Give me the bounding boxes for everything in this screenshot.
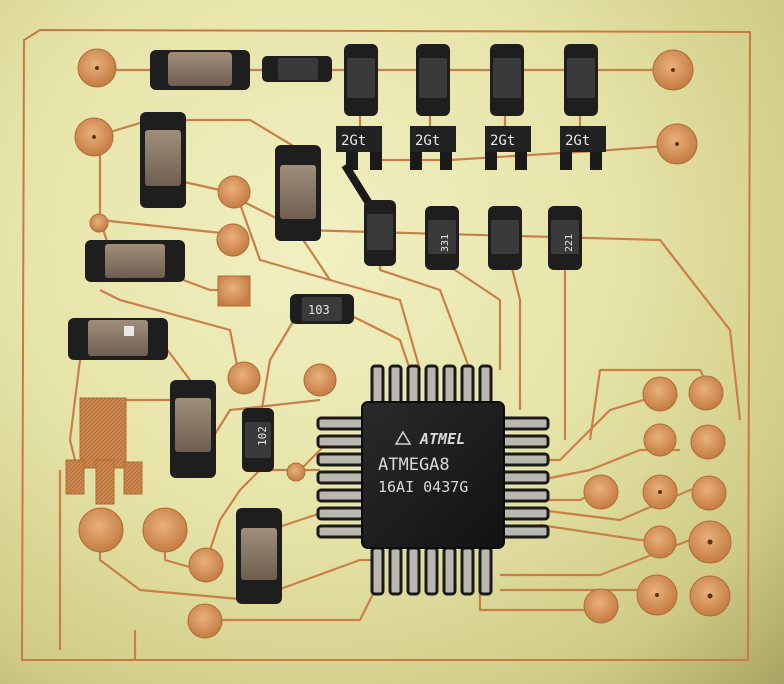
resistor-221-label: 221 [564, 234, 575, 252]
middle-resistors [242, 162, 582, 472]
chip-model: ATMEGA8 [378, 455, 450, 475]
chip-brand: ATMEL [419, 430, 465, 448]
transistor-label-1: 2Gt [341, 133, 366, 149]
square-pad [217, 275, 251, 307]
capacitors [68, 50, 321, 604]
resistor-331-label: 331 [440, 234, 451, 252]
hatched-pads [65, 397, 143, 505]
resistor-102-label: 102 [256, 426, 269, 446]
resistor-row [262, 44, 598, 116]
chip-code: 16AI 0437G [378, 478, 468, 496]
board-outline [20, 28, 752, 661]
transistor-label-4: 2Gt [565, 133, 590, 149]
transistor-label-3: 2Gt [490, 133, 515, 149]
round-pads [74, 48, 732, 639]
transistor-label-2: 2Gt [415, 133, 440, 149]
resistor-103-label: 103 [308, 303, 330, 317]
atmega8-chip [361, 401, 505, 549]
pad-holes [92, 66, 713, 599]
